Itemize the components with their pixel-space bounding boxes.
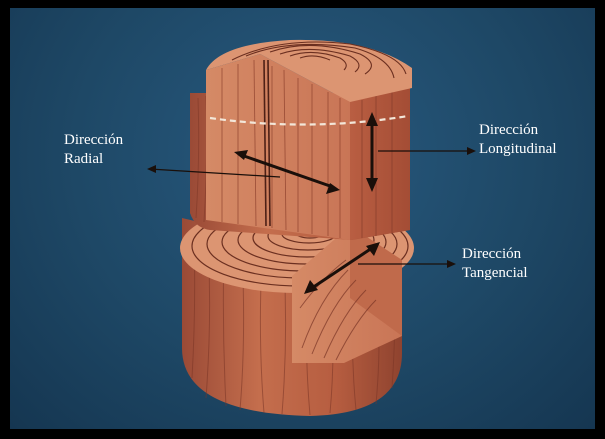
label-longitudinal-line1: Dirección [479, 121, 557, 140]
label-radial-line2: Radial [64, 150, 123, 169]
wood-log-diagram [10, 8, 595, 429]
label-tangential-direction: Dirección Tangencial [462, 245, 528, 283]
label-tangential-line2: Tangencial [462, 264, 528, 283]
label-longitudinal-line2: Longitudinal [479, 140, 557, 159]
label-tangential-line1: Dirección [462, 245, 528, 264]
longitudinal-face [350, 86, 410, 240]
label-radial-line1: Dirección [64, 131, 123, 150]
label-longitudinal-direction: Dirección Longitudinal [479, 121, 557, 159]
label-radial-direction: Dirección Radial [64, 131, 123, 169]
slide-background: Dirección Radial Dirección Longitudinal … [10, 8, 595, 429]
